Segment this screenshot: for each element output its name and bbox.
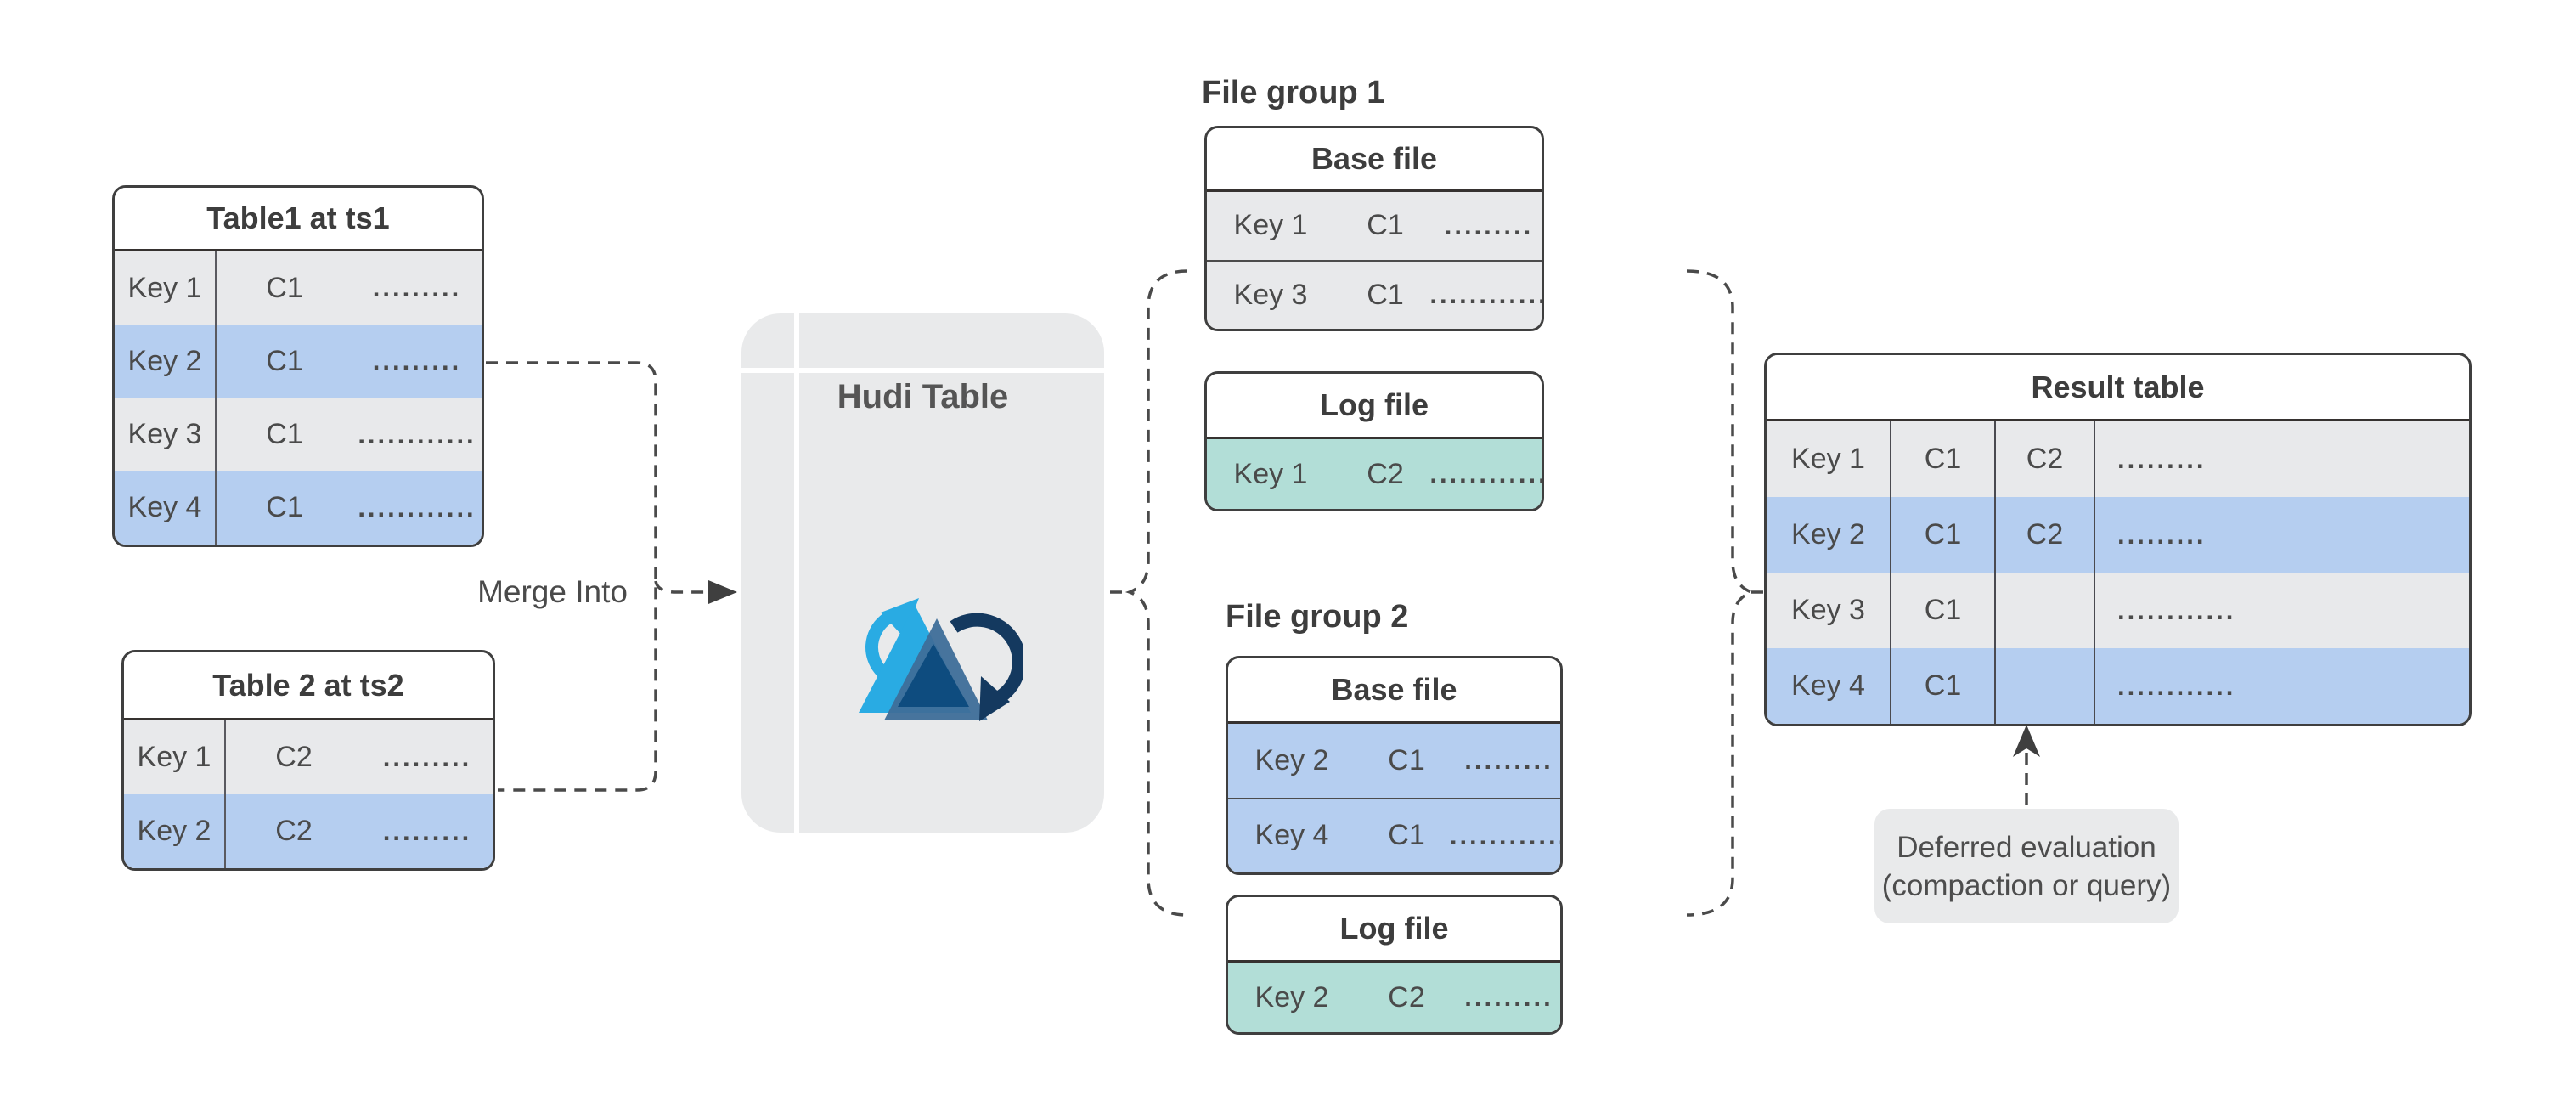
table-row: Key 1 C1 ......... [1207,192,1542,260]
dots-cell: ......... [2117,443,2207,474]
merge-arrowhead-icon [708,580,737,604]
table2-box: Table 2 at ts2 Key 1 C2 ......... Key 2 … [121,650,495,871]
key-cell: Key 1 [115,251,217,325]
dots-cell: ............ [358,492,476,522]
table-row: Key 4 C1 ............ [115,471,482,545]
note-line-1: Deferred evaluation [1897,830,2156,864]
c2-cell: C2 [1996,497,2095,573]
table-row: Key 2 C1 ......... [1228,724,1560,798]
value-cell: C1 [266,418,303,451]
note-line-2: (compaction or query) [1881,868,2172,902]
key-cell: Key 2 [1254,743,1329,776]
table-row: Key 2 C1 C2 ......... [1767,497,2469,573]
table-row: Key 2 C2 ......... [124,794,493,868]
merge-arrow-line [654,580,708,594]
hudi-row-divider [741,368,1104,373]
key-cell: Key 4 [115,471,217,545]
hudi-table-title: Hudi Table [837,378,1009,415]
table-row: Key 3 C1 ............ [1767,573,2469,648]
table-row: Key 3 C1 ............ [1207,259,1544,329]
table1-title: Table1 at ts1 [115,188,482,251]
table-row: Key 4 C1 ............ [1228,797,1563,872]
up-arrowhead-icon [2013,725,2040,757]
value-cell: C1 [1367,209,1404,242]
dots-cell: ......... [382,816,472,846]
table-row: Key 1 C2 ............ [1207,439,1542,509]
table-row: Key 2 C1 ......... [115,325,482,398]
key-cell: Key 2 [115,325,217,398]
result-table-title: Result table [1767,355,2469,421]
dots-cell: ......... [2117,519,2207,550]
dots-cell: ............ [358,419,476,449]
c2-cell: C2 [1996,421,2095,497]
dots-cell: ......... [372,346,462,376]
dots-cell: ......... [1464,982,1553,1012]
key-cell: Key 1 [124,720,226,794]
file-group-1-label: File group 1 [1202,75,1385,110]
table2-title: Table 2 at ts2 [124,652,493,720]
table-row: Key 1 C2 ......... [124,720,493,794]
key-cell: Key 3 [115,398,217,471]
hudi-logo-icon [859,598,1023,721]
table-row: Key 1 C1 C2 ......... [1767,421,2469,497]
key-cell: Key 2 [124,794,226,868]
left-brace [1110,269,1188,917]
value-cell: C2 [1367,457,1404,490]
dots-cell: ............ [1429,279,1544,310]
dots-cell: ......... [1464,745,1553,776]
dots-cell: ............ [1429,459,1544,488]
merge-into-label: Merge Into [477,574,628,609]
log-file-title: Log file [1207,374,1542,439]
file-group-1-log-file-box: Log file Key 1 C2 ............ [1204,371,1544,511]
key-cell: Key 1 [1233,457,1308,490]
hudi-table-box: Hudi Table [741,313,1104,833]
value-cell: C1 [1388,743,1425,776]
value-cell: C1 [1388,819,1425,852]
key-cell: Key 4 [1767,648,1891,724]
right-brace [1686,269,1767,917]
file-group-2-label: File group 2 [1226,599,1409,635]
key-cell: Key 3 [1767,573,1891,648]
table1-box: Table1 at ts1 Key 1 C1 ......... Key 2 C… [112,185,484,547]
hudi-column-divider [794,313,799,833]
c1-cell: C1 [1891,648,1996,724]
value-cell: C2 [275,741,313,773]
file-group-2-log-file-box: Log file Key 2 C2 ......... [1226,895,1563,1035]
key-cell: Key 1 [1767,421,1891,497]
c2-cell [1996,648,2095,724]
key-cell: Key 2 [1254,980,1329,1013]
value-cell: C2 [275,815,313,847]
c2-cell [1996,573,2095,648]
key-cell: Key 1 [1233,209,1308,242]
deferred-evaluation-note: Deferred evaluation (compaction or query… [1874,809,2179,923]
value-cell: C1 [1367,278,1404,311]
dots-cell: ......... [372,273,462,303]
dots-cell: ............ [2117,670,2236,701]
table-row: Key 4 C1 ............ [1767,648,2469,724]
base-file-title: Base file [1207,128,1542,192]
dots-cell: ............ [1449,820,1563,850]
file-group-2-base-file-box: Base file Key 2 C1 ......... Key 4 C1 ..… [1226,656,1563,875]
c1-cell: C1 [1891,573,1996,648]
base-file-title: Base file [1228,658,1560,724]
table-row: Key 1 C1 ......... [115,251,482,325]
file-group-1-base-file-box: Base file Key 1 C1 ......... Key 3 C1 ..… [1204,126,1544,331]
value-cell: C1 [266,344,303,377]
dots-cell: ............ [2117,595,2236,625]
value-cell: C1 [266,491,303,524]
table-row: Key 3 C1 ............ [115,398,482,471]
key-cell: Key 3 [1233,278,1308,311]
c1-cell: C1 [1891,421,1996,497]
key-cell: Key 4 [1254,819,1329,852]
log-file-title: Log file [1228,897,1560,963]
dots-cell: ......... [1444,210,1534,240]
result-table-box: Result table Key 1 C1 C2 ......... Key 2… [1764,353,2472,726]
dots-cell: ......... [382,742,472,772]
value-cell: C1 [266,271,303,304]
table-row: Key 2 C2 ......... [1228,963,1560,1032]
value-cell: C2 [1388,980,1425,1013]
c1-cell: C1 [1891,497,1996,573]
key-cell: Key 2 [1767,497,1891,573]
